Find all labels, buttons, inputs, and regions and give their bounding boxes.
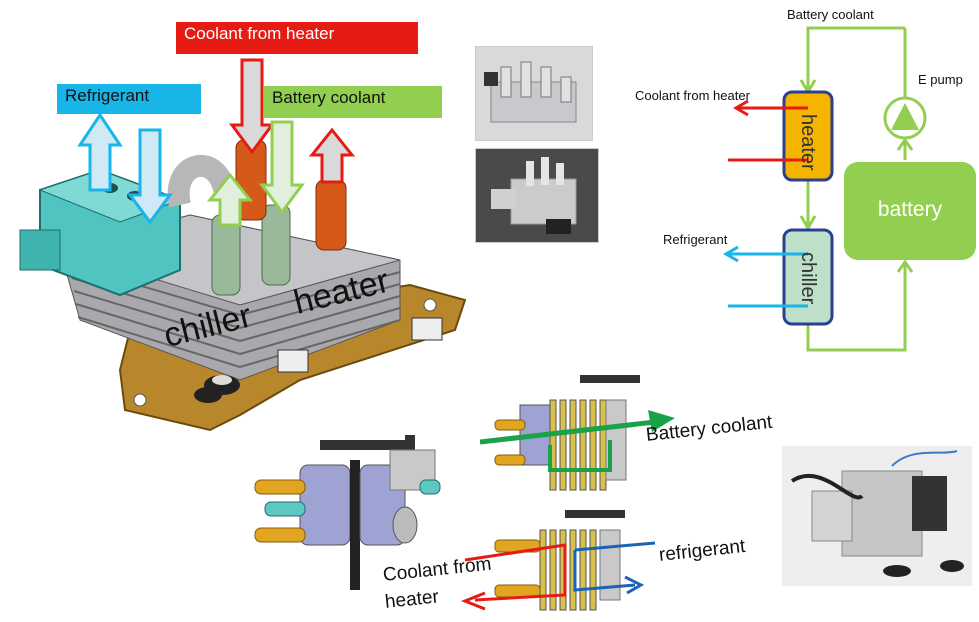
battery-box: [844, 162, 976, 260]
battery-coolant-tag: Battery coolant: [264, 86, 442, 118]
schematic-heater-label: heater: [797, 114, 819, 171]
schematic-battery-label: battery: [877, 198, 943, 221]
schematic-refrigerant-label: Refrigerant: [663, 232, 728, 247]
battery-loop-top: [806, 26, 905, 90]
refrigerant-out-arrow: [77, 112, 123, 192]
refrigerant-tag: Refrigerant: [57, 84, 201, 114]
schematic-battery-coolant-label: Battery coolant: [787, 7, 874, 22]
photo-bottom-right: [782, 446, 972, 586]
schematic-diagram: [723, 26, 976, 352]
valve-illustration: [254, 435, 441, 590]
photo-middle: [475, 148, 599, 243]
photo-top: [475, 46, 593, 141]
coolant-from-heater-tag: Coolant from heater: [176, 22, 418, 54]
heater-box: [782, 90, 834, 182]
heater-refrigerant-flow-illustration: [460, 510, 656, 611]
battery-in-arrow: [259, 120, 305, 215]
bottom-heater-label: heater: [384, 586, 440, 613]
heater-in-arrow: [229, 58, 275, 155]
schematic-coolant-from-heater-label: Coolant from heater: [635, 88, 750, 103]
schematic-e-pump-label: E pump: [918, 72, 963, 87]
battery-out-arrow: [206, 172, 254, 227]
assembly-illustration: [19, 58, 467, 432]
battery-flow-illustration: [480, 375, 675, 491]
schematic-chiller-label: chiller: [797, 252, 819, 305]
battery-loop-bottom: [806, 262, 907, 352]
heater-out-arrow: [308, 127, 356, 184]
refrigerant-in-arrow: [127, 128, 173, 225]
